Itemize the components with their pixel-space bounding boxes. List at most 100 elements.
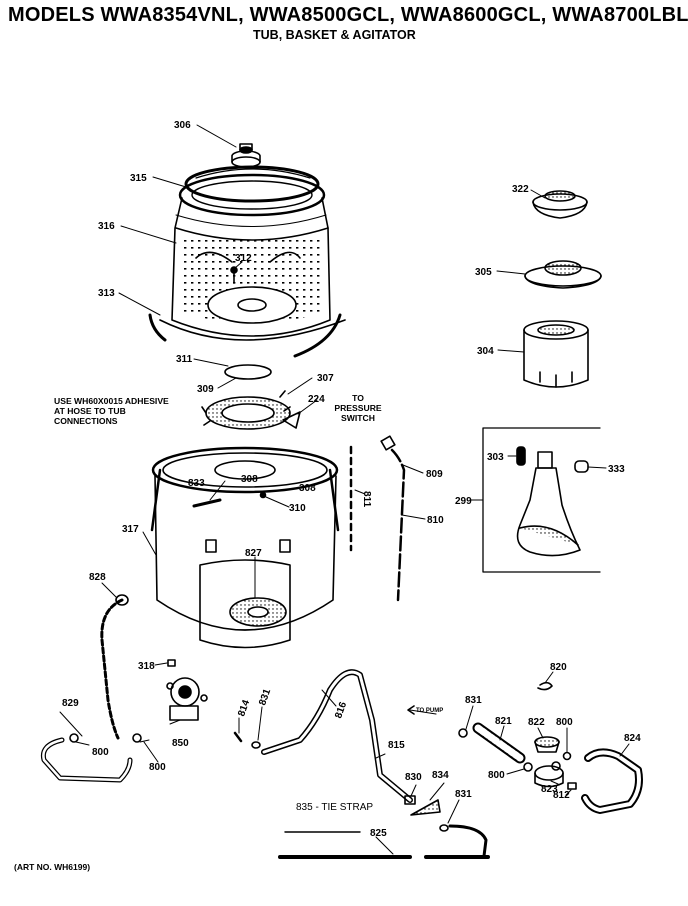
valve-850 xyxy=(166,677,208,721)
part-label-800d: 800 xyxy=(488,770,505,781)
part-label-305: 305 xyxy=(475,267,492,278)
page-title: MODELS WWA8354VNL, WWA8500GCL, WWA8600GC… xyxy=(8,4,688,26)
part-label-800b: 800 xyxy=(149,762,166,773)
part-label-224: 224 xyxy=(308,394,325,405)
clamp-800b xyxy=(69,733,79,743)
page-subtitle: TUB, BASKET & AGITATOR xyxy=(253,28,416,42)
part-label-312: 312 xyxy=(235,253,252,264)
part-label-834: 834 xyxy=(432,770,449,781)
clip-318 xyxy=(167,659,176,667)
part-812 xyxy=(567,782,577,790)
part-label-825: 825 xyxy=(370,828,387,839)
screw-312 xyxy=(230,266,238,284)
part-label-313: 313 xyxy=(98,288,115,299)
part-label-307: 307 xyxy=(317,373,334,384)
part-label-827: 827 xyxy=(245,548,262,559)
pressure-switch-note-line-1: TO xyxy=(352,393,364,403)
hose-809-810 xyxy=(380,435,406,602)
part-label-831c: 831 xyxy=(465,695,482,706)
part-label-850: 850 xyxy=(172,738,189,749)
part-label-333: 333 xyxy=(608,464,625,475)
outer-tub-317 xyxy=(150,446,340,649)
adhesive-note-line-3: CONNECTIONS xyxy=(54,416,118,426)
part-label-304: 304 xyxy=(477,346,494,357)
adhesive-note: USE WH60X0015 ADHESIVE AT HOSE TO TUB CO… xyxy=(54,396,169,426)
part-label-317: 317 xyxy=(122,524,139,535)
part-label-800c: 800 xyxy=(556,717,573,728)
plate-305 xyxy=(524,260,602,289)
part-label-833: 833 xyxy=(188,478,205,489)
clamp-800a xyxy=(132,733,142,743)
to-pump-note: TO PUMP xyxy=(416,708,444,714)
agitator-inset-frame xyxy=(482,427,601,573)
part-label-811: 811 xyxy=(361,491,372,508)
adhesive-note-line-2: AT HOSE TO TUB xyxy=(54,406,126,416)
seal-311 xyxy=(224,364,272,380)
part-label-310: 310 xyxy=(289,503,306,514)
part-label-831b: 831 xyxy=(455,789,472,800)
pressure-switch-note: TO PRESSURE SWITCH xyxy=(333,393,383,423)
part-label-308b: 308 xyxy=(299,483,316,494)
part-label-831a: 831 xyxy=(257,687,273,707)
to-pump-arrowhead xyxy=(407,705,415,715)
bracket-833 xyxy=(192,498,222,508)
part-label-830: 830 xyxy=(405,772,422,783)
wash-basket-316 xyxy=(148,173,346,358)
part-label-824: 824 xyxy=(624,733,641,744)
fitting-830 xyxy=(404,795,416,805)
filter-822 xyxy=(534,736,560,753)
agitator-299 xyxy=(516,451,581,557)
hose-828 xyxy=(100,598,124,740)
part-label-810: 810 xyxy=(427,515,444,526)
part-label-812: 812 xyxy=(553,790,570,801)
part-label-322: 322 xyxy=(512,184,529,195)
dispenser-304 xyxy=(523,320,589,388)
part-label-800a: 800 xyxy=(92,747,109,758)
part-label-828: 828 xyxy=(89,572,106,583)
bearing-333 xyxy=(574,460,589,473)
clamp-831c xyxy=(458,728,468,738)
part-label-318: 318 xyxy=(138,661,155,672)
clamp-800d xyxy=(523,762,533,772)
leader-lines xyxy=(59,124,630,855)
hose-828-end xyxy=(115,594,129,606)
part-label-303: 303 xyxy=(487,452,504,463)
part-label-814: 814 xyxy=(236,698,252,718)
hose-end xyxy=(448,824,488,858)
part-label-821: 821 xyxy=(495,716,512,727)
part-label-820: 820 xyxy=(550,662,567,673)
pressure-switch-note-line-2: PRESSURE xyxy=(334,403,382,413)
spring-303 xyxy=(516,446,526,466)
part-label-815: 815 xyxy=(388,740,405,751)
part-label-316: 316 xyxy=(98,221,115,232)
part-label-829: 829 xyxy=(62,698,79,709)
fastener-310 xyxy=(259,491,267,499)
part-label-299: 299 xyxy=(455,496,472,507)
tie-strap-label: 835 - TIE STRAP xyxy=(296,802,374,813)
spring-820 xyxy=(537,681,553,691)
part-label-809: 809 xyxy=(426,469,443,480)
part-label-816: 816 xyxy=(333,700,349,720)
to-pump-arrow xyxy=(409,709,437,715)
clamp-800c xyxy=(562,751,572,761)
part-label-309: 309 xyxy=(197,384,214,395)
clamp-831b xyxy=(439,824,449,832)
part-label-311: 311 xyxy=(176,354,193,365)
clip-224 xyxy=(282,411,301,429)
part-label-823: 823 xyxy=(541,784,558,795)
part-label-315: 315 xyxy=(130,173,147,184)
hub-307 xyxy=(201,390,291,430)
part-label-306: 306 xyxy=(174,120,191,131)
adhesive-note-line-1: USE WH60X0015 ADHESIVE xyxy=(54,396,169,406)
part-label-308a: 308 xyxy=(241,474,258,485)
art-number: (ART NO. WH6199) xyxy=(14,862,91,872)
basket-rim-315 xyxy=(184,165,320,203)
pump-823 xyxy=(534,761,564,788)
part-label-822: 822 xyxy=(528,717,545,728)
clamp-831a xyxy=(251,741,261,749)
cap-322 xyxy=(532,190,588,219)
agitator-cap-306 xyxy=(231,143,261,168)
clip-814 xyxy=(233,731,243,743)
strap-834 xyxy=(410,799,441,816)
